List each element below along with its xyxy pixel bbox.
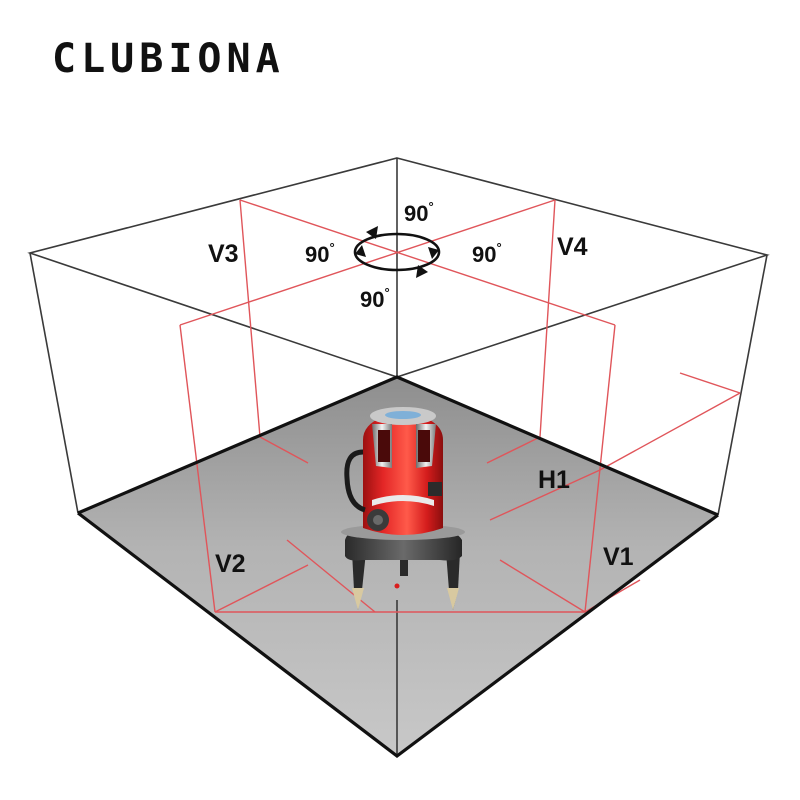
device-legs	[352, 552, 460, 610]
plumb-point	[394, 583, 400, 589]
label-v1: V1	[603, 543, 634, 571]
floor-plane	[78, 377, 718, 756]
angle-label-left: 90°	[305, 240, 335, 267]
laser-level-device	[341, 407, 465, 610]
label-v4: V4	[557, 233, 588, 261]
angle-label-right: 90°	[472, 240, 502, 267]
floor-edges	[77, 375, 719, 759]
brand-logo: CLUBIONA	[52, 36, 285, 82]
angle-label-bottom: 90°	[360, 285, 390, 312]
laser-lines	[179, 199, 741, 613]
label-v2: V2	[215, 550, 246, 578]
rotation-icon	[353, 226, 441, 278]
label-v3: V3	[208, 240, 239, 268]
angle-label-top: 90°	[404, 199, 434, 226]
label-h1: H1	[538, 466, 570, 494]
room-frame	[27, 157, 770, 756]
